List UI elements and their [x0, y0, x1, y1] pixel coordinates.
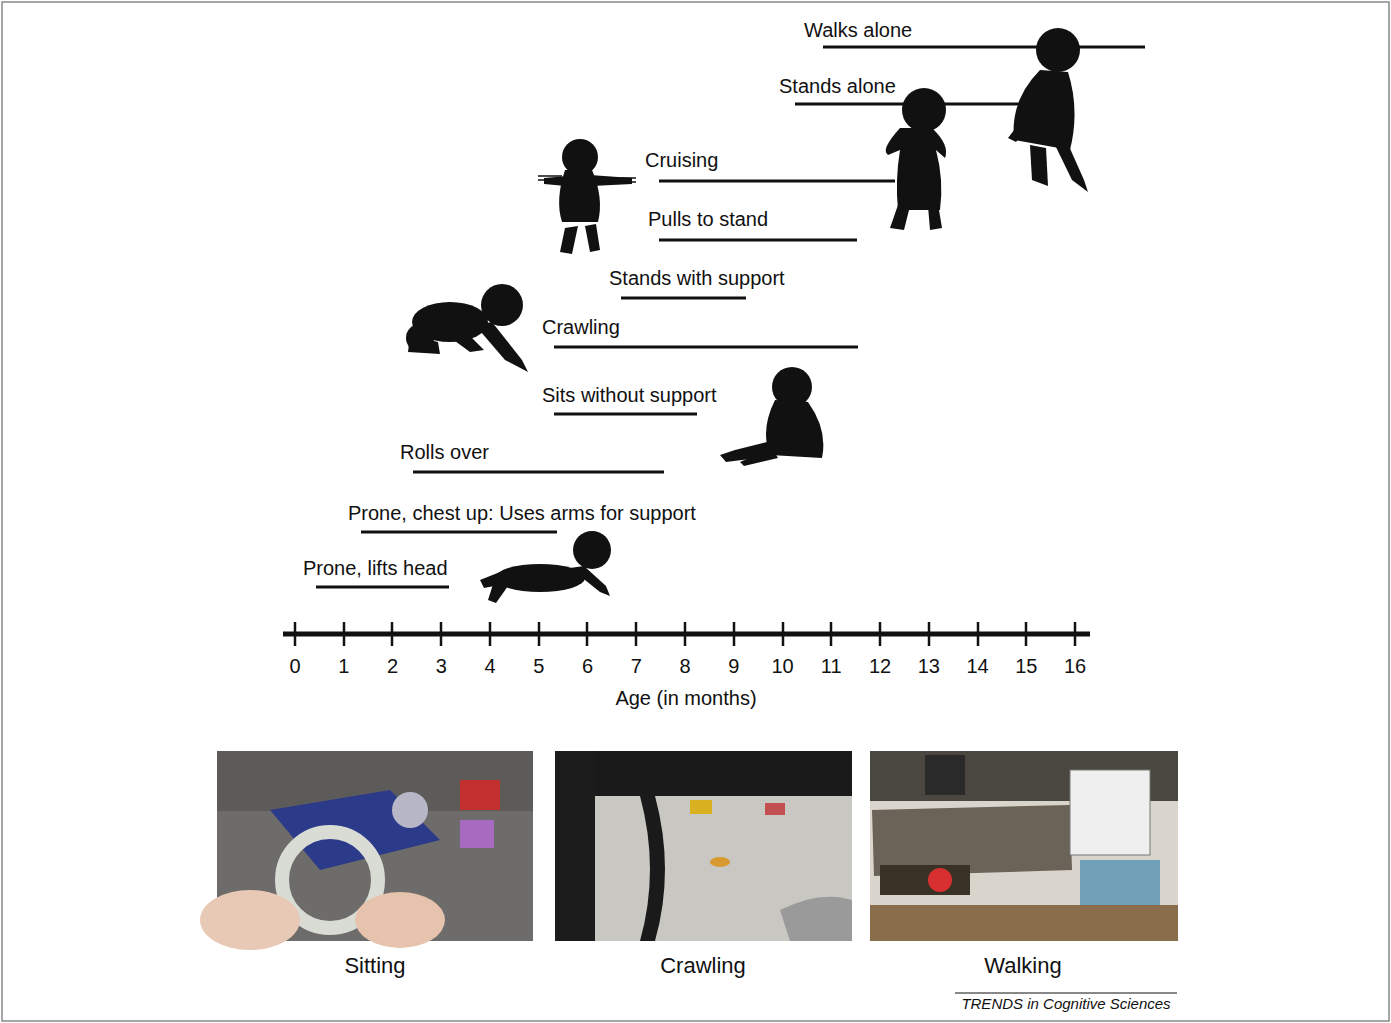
milestone-label: Walks alone [804, 18, 912, 42]
tick-label: 3 [436, 654, 447, 678]
source-credit: TRENDS in Cognitive Sciences [961, 995, 1170, 1013]
prone-baby [480, 531, 611, 603]
milestone-label: Pulls to stand [648, 207, 768, 231]
cruising-rail [538, 176, 636, 182]
crawling-baby [406, 284, 528, 372]
tick-label: 0 [289, 654, 300, 678]
tick-label: 15 [1015, 654, 1037, 678]
milestone-label: Stands with support [609, 266, 785, 290]
tick-label: 10 [771, 654, 793, 678]
tick-label: 6 [582, 654, 593, 678]
tick-label: 5 [533, 654, 544, 678]
tick-label: 12 [869, 654, 891, 678]
tick-label: 11 [821, 654, 842, 678]
milestone-label: Sits without support [542, 383, 717, 407]
sitting-baby [720, 367, 823, 466]
milestone-bars [316, 47, 1145, 587]
tick-label: 1 [338, 654, 349, 678]
walking-baby [1008, 28, 1088, 192]
tick-label: 14 [966, 654, 988, 678]
milestone-label: Crawling [542, 315, 620, 339]
milestone-label: Rolls over [400, 440, 489, 464]
standing-baby [886, 88, 946, 230]
tick-label: 4 [484, 654, 495, 678]
tick-label: 16 [1064, 654, 1086, 678]
milestone-label: Stands alone [779, 74, 896, 98]
tick-label: 9 [728, 654, 739, 678]
tick-label: 8 [679, 654, 690, 678]
photo-caption: Crawling [660, 953, 746, 979]
credit-rule [955, 993, 1177, 994]
photo-caption: Sitting [344, 953, 405, 979]
photo-caption: Walking [984, 953, 1061, 979]
tick-label: 7 [631, 654, 642, 678]
walking-photo [870, 751, 1178, 941]
tick-label: 13 [918, 654, 940, 678]
milestone-label: Prone, lifts head [303, 556, 448, 580]
age-axis [283, 622, 1090, 646]
axis-title: Age (in months) [615, 686, 756, 710]
crawling-photo [555, 751, 852, 941]
tick-label: 2 [387, 654, 398, 678]
cruising-baby [544, 139, 632, 254]
milestone-label: Cruising [645, 148, 718, 172]
sitting-photo [200, 751, 533, 950]
milestone-label: Prone, chest up: Uses arms for support [348, 501, 696, 525]
